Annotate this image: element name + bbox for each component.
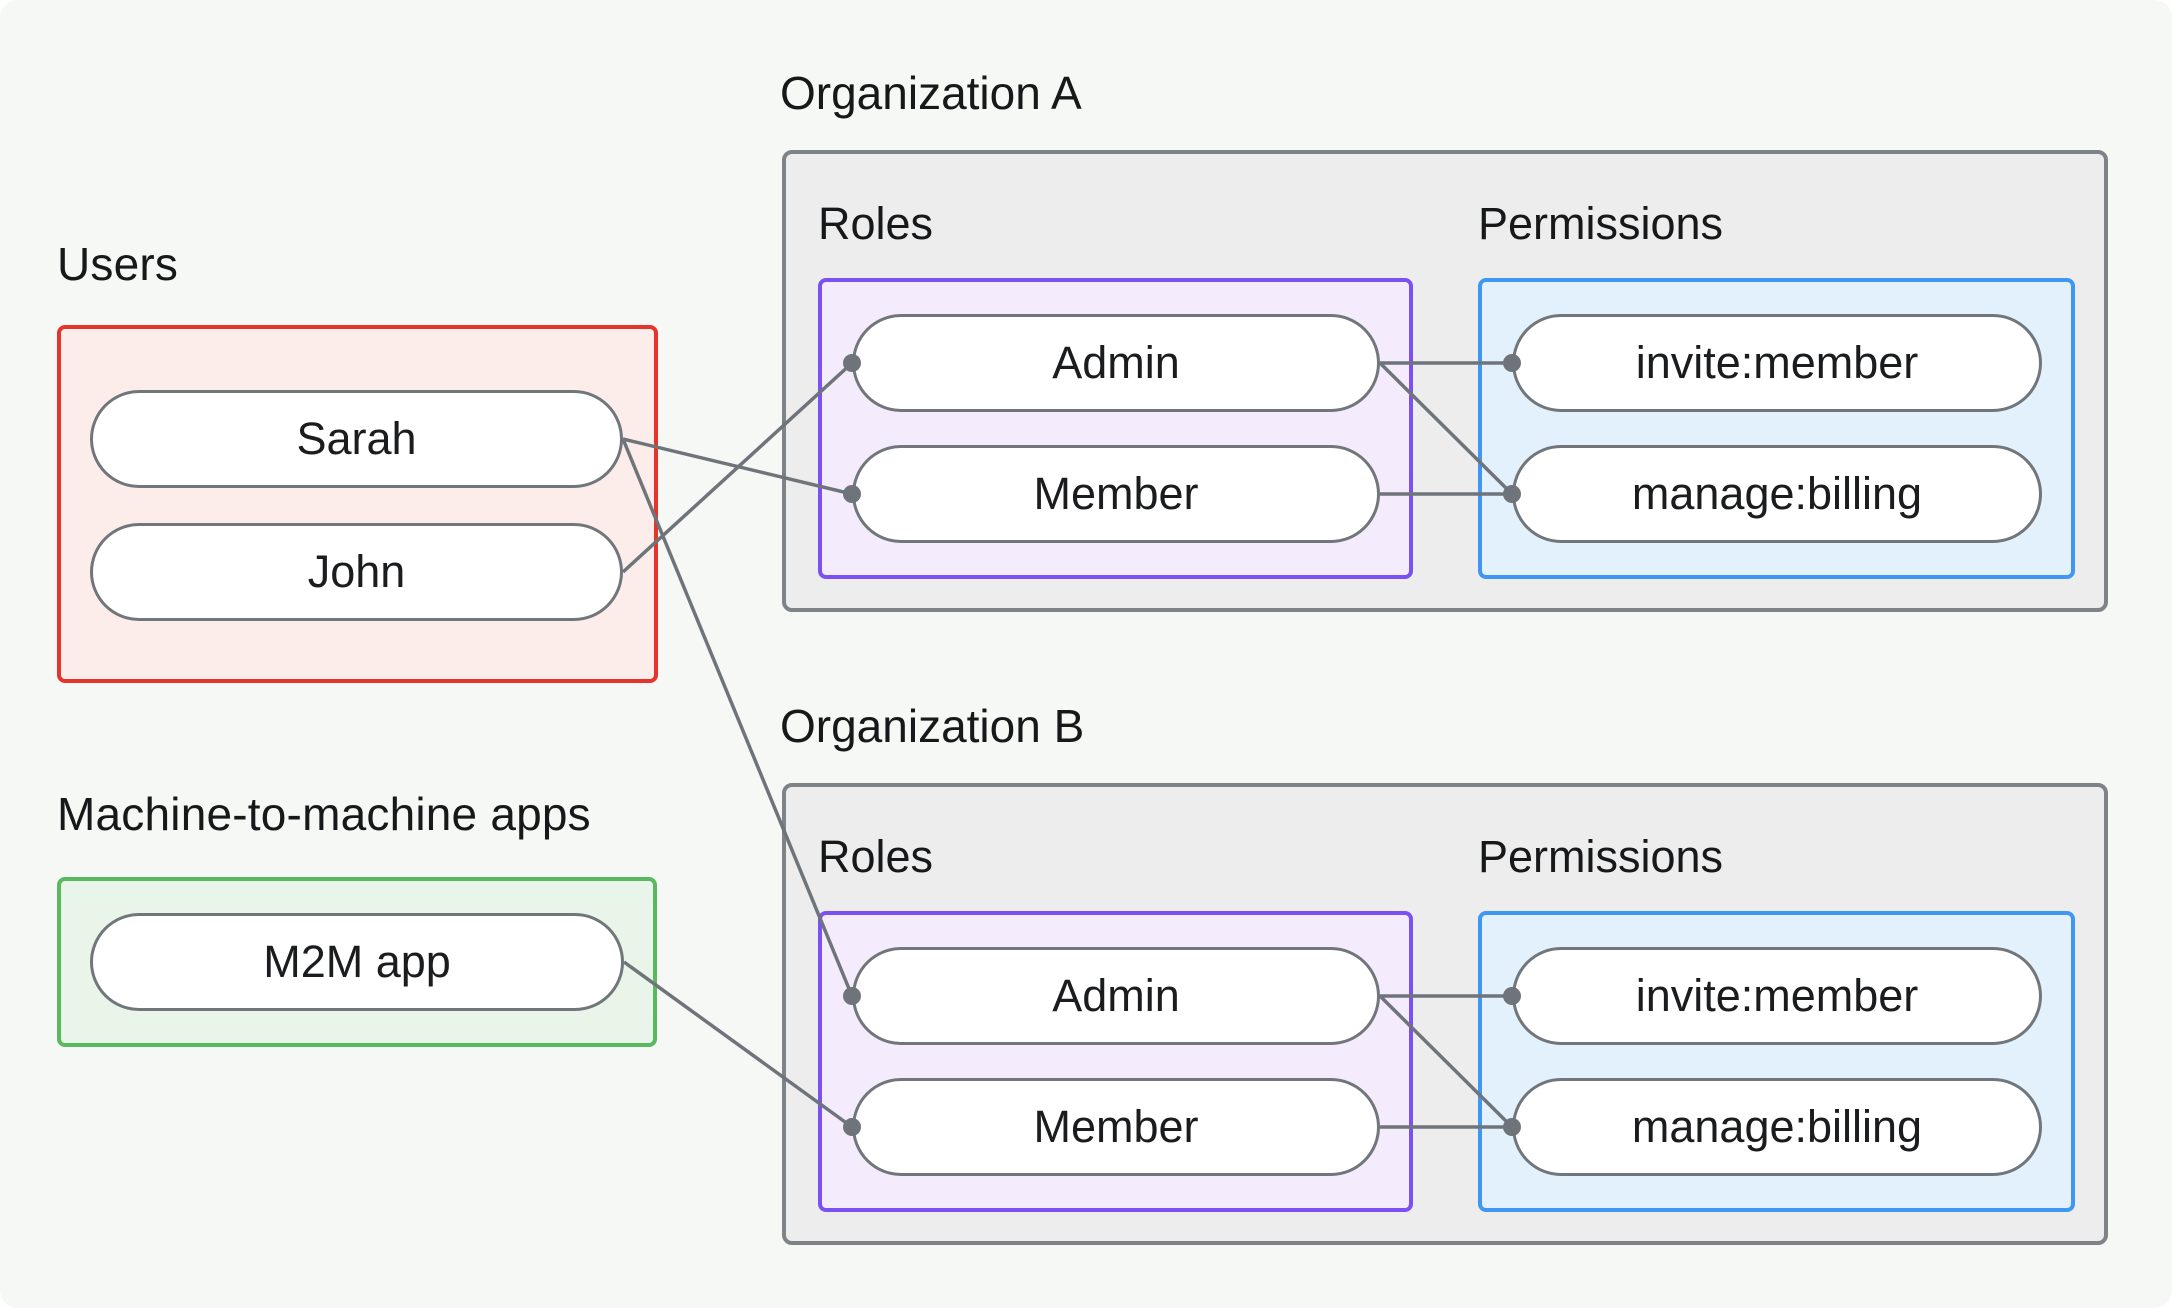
permission-node-invite-member-a-label: invite:member (1635, 337, 1919, 388)
organization-b-roles-label: Roles (818, 831, 934, 882)
organization-b-title: Organization B (780, 700, 1085, 752)
organization-b-permissions-label: Permissions (1478, 831, 1724, 882)
role-node-admin-b-label: Admin (1052, 970, 1180, 1021)
organization-b: Organization B Roles Permissions Admin M… (780, 700, 2108, 1308)
role-node-member-a: Member (852, 445, 1380, 543)
organization-a-roles-label: Roles (818, 198, 934, 249)
permission-node-invite-member-b-label: invite:member (1635, 970, 1919, 1021)
permission-node-manage-billing-b: manage:billing (1512, 1078, 2042, 1176)
role-node-admin-a: Admin (852, 314, 1380, 412)
organization-a: Organization A Roles Permissions Admin M… (780, 67, 2108, 693)
organization-a-title: Organization A (780, 67, 1082, 119)
permission-node-invite-member-a: invite:member (1512, 314, 2042, 412)
users-section-label: Users (57, 238, 179, 290)
m2m-section-label: Machine-to-machine apps (57, 788, 591, 840)
m2m-app-node-label: M2M app (263, 936, 451, 987)
role-node-member-b-label: Member (1033, 1101, 1199, 1152)
role-node-admin-b: Admin (852, 947, 1380, 1045)
user-node-john: John (90, 523, 623, 621)
permission-node-manage-billing-a: manage:billing (1512, 445, 2042, 543)
role-node-member-b: Member (852, 1078, 1380, 1176)
user-node-john-label: John (307, 546, 406, 597)
user-node-sarah: Sarah (90, 390, 623, 488)
role-node-member-a-label: Member (1033, 468, 1199, 519)
permission-node-manage-billing-a-label: manage:billing (1631, 468, 1923, 519)
permission-node-manage-billing-b-label: manage:billing (1631, 1101, 1923, 1152)
users-group-box (57, 325, 658, 683)
m2m-app-node: M2M app (90, 913, 624, 1011)
user-node-sarah-label: Sarah (296, 413, 417, 464)
role-node-admin-a-label: Admin (1052, 337, 1180, 388)
organization-a-permissions-label: Permissions (1478, 198, 1724, 249)
permission-node-invite-member-b: invite:member (1512, 947, 2042, 1045)
